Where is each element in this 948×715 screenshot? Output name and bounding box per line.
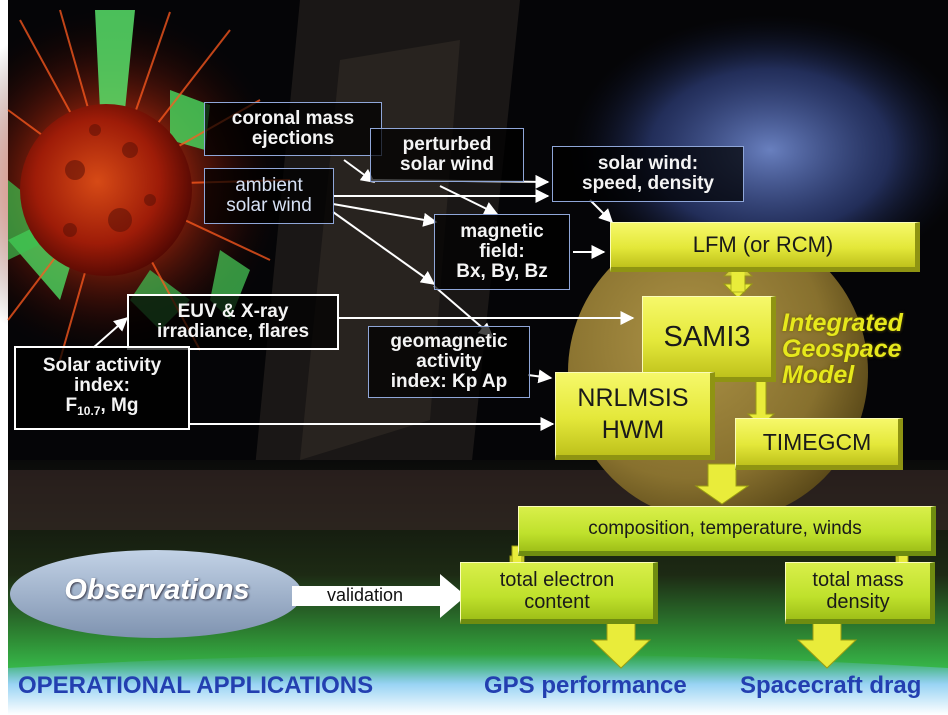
lfm-rcm-box: LFM (or RCM) xyxy=(610,222,920,272)
solar-wind-speed-density-box: solar wind: speed, density xyxy=(552,146,744,202)
observations-label: Observations xyxy=(64,574,250,606)
sami3-box: SAMI3 xyxy=(642,296,776,382)
total-electron-content-box: total electron content xyxy=(460,562,658,624)
composition-box: composition, temperature, winds xyxy=(518,506,936,556)
f107-label: F10.7, Mg xyxy=(65,394,139,418)
perturbed-solar-wind-box: perturbed solar wind xyxy=(370,128,524,182)
solar-activity-index-box: Solar activity index: F10.7, Mg xyxy=(14,346,190,430)
observations-ellipse xyxy=(10,550,302,638)
validation-label: validation xyxy=(326,585,404,605)
geomagnetic-index-box: geomagnetic activity index: Kp Ap xyxy=(368,326,530,398)
integrated-geospace-model-label: Integrated Geospace Model xyxy=(782,309,903,389)
euv-xray-box: EUV & X-ray irradiance, flares xyxy=(127,294,339,350)
operational-applications-label: OPERATIONAL APPLICATIONS xyxy=(18,672,374,699)
nrlmsis-hwm-box: NRLMSIS HWM xyxy=(555,372,715,460)
total-mass-density-box: total mass density xyxy=(785,562,935,624)
spacecraft-drag-label: Spacecraft drag xyxy=(740,672,922,699)
ambient-solar-wind-box: ambient solar wind xyxy=(204,168,334,224)
gps-performance-label: GPS performance xyxy=(484,672,687,699)
timegcm-box: TIMEGCM xyxy=(735,418,903,470)
magnetic-field-box: magnetic field: Bx, By, Bz xyxy=(434,214,570,290)
cme-box: coronal mass ejections xyxy=(204,102,382,156)
